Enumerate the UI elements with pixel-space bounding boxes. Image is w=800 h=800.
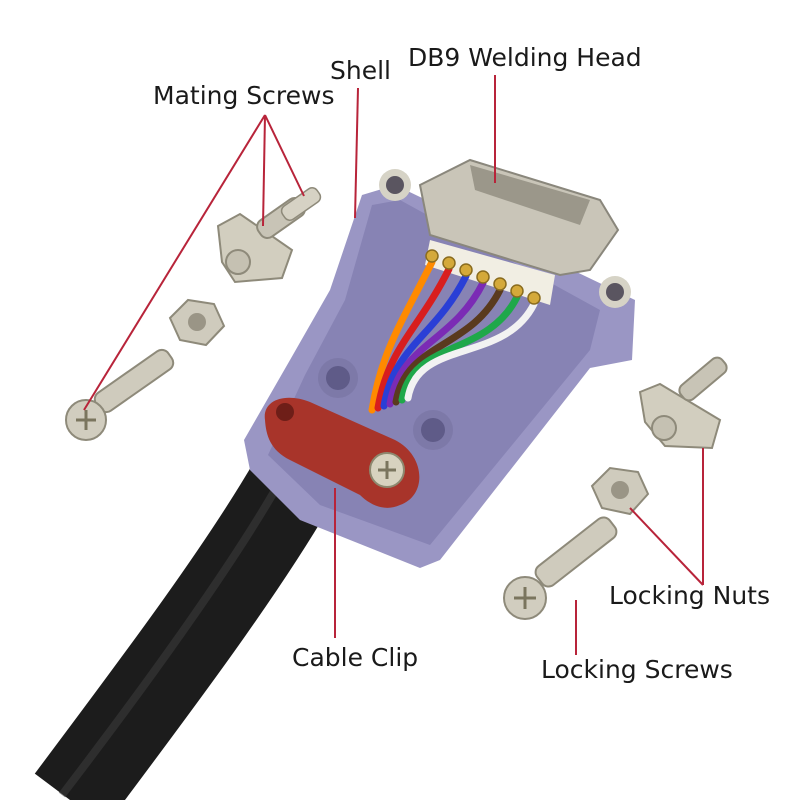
wire-3 [380, 272, 470, 410]
black-cable [34, 448, 339, 800]
solder-pin-7 [527, 291, 541, 305]
label-shell: Shell [330, 56, 391, 85]
wire-7 [404, 300, 538, 402]
leader-mating-screws-1 [262, 114, 266, 227]
solder-pin-6 [510, 284, 524, 298]
solder-pin-1 [425, 249, 439, 263]
wire-2 [374, 265, 453, 412]
solder-pin-5 [493, 277, 507, 291]
locking-screw-right [503, 516, 618, 620]
solder-pin-4 [476, 270, 490, 284]
leader-lines [83, 75, 704, 655]
colored-wires [368, 249, 541, 414]
leader-shell [354, 87, 359, 219]
leader-mating-screws-3 [83, 114, 266, 411]
wire-1 [368, 258, 436, 414]
locking-screw-left [65, 348, 175, 441]
solder-pin-3 [459, 263, 473, 277]
label-welding-head: DB9 Welding Head [408, 43, 642, 72]
label-cable-clip: Cable Clip [292, 643, 419, 672]
mating-screw-right [638, 356, 728, 450]
wire-4 [386, 279, 487, 408]
label-mating-screws: Mating Screws [153, 81, 335, 110]
db9-welding-head [418, 158, 620, 305]
mating-screw-left [216, 187, 322, 284]
label-locking-screws: Locking Screws [541, 655, 733, 684]
solder-pin-2 [442, 256, 456, 270]
hex-nut-left [168, 298, 226, 347]
leader-mating-screws-2 [264, 114, 305, 197]
cable-clip [264, 397, 420, 508]
wire-5 [392, 286, 504, 406]
label-locking-nuts: Locking Nuts [609, 581, 770, 610]
hex-nut-right [590, 466, 650, 516]
wire-6 [398, 293, 521, 404]
leader-locking-nuts-2 [629, 507, 704, 586]
